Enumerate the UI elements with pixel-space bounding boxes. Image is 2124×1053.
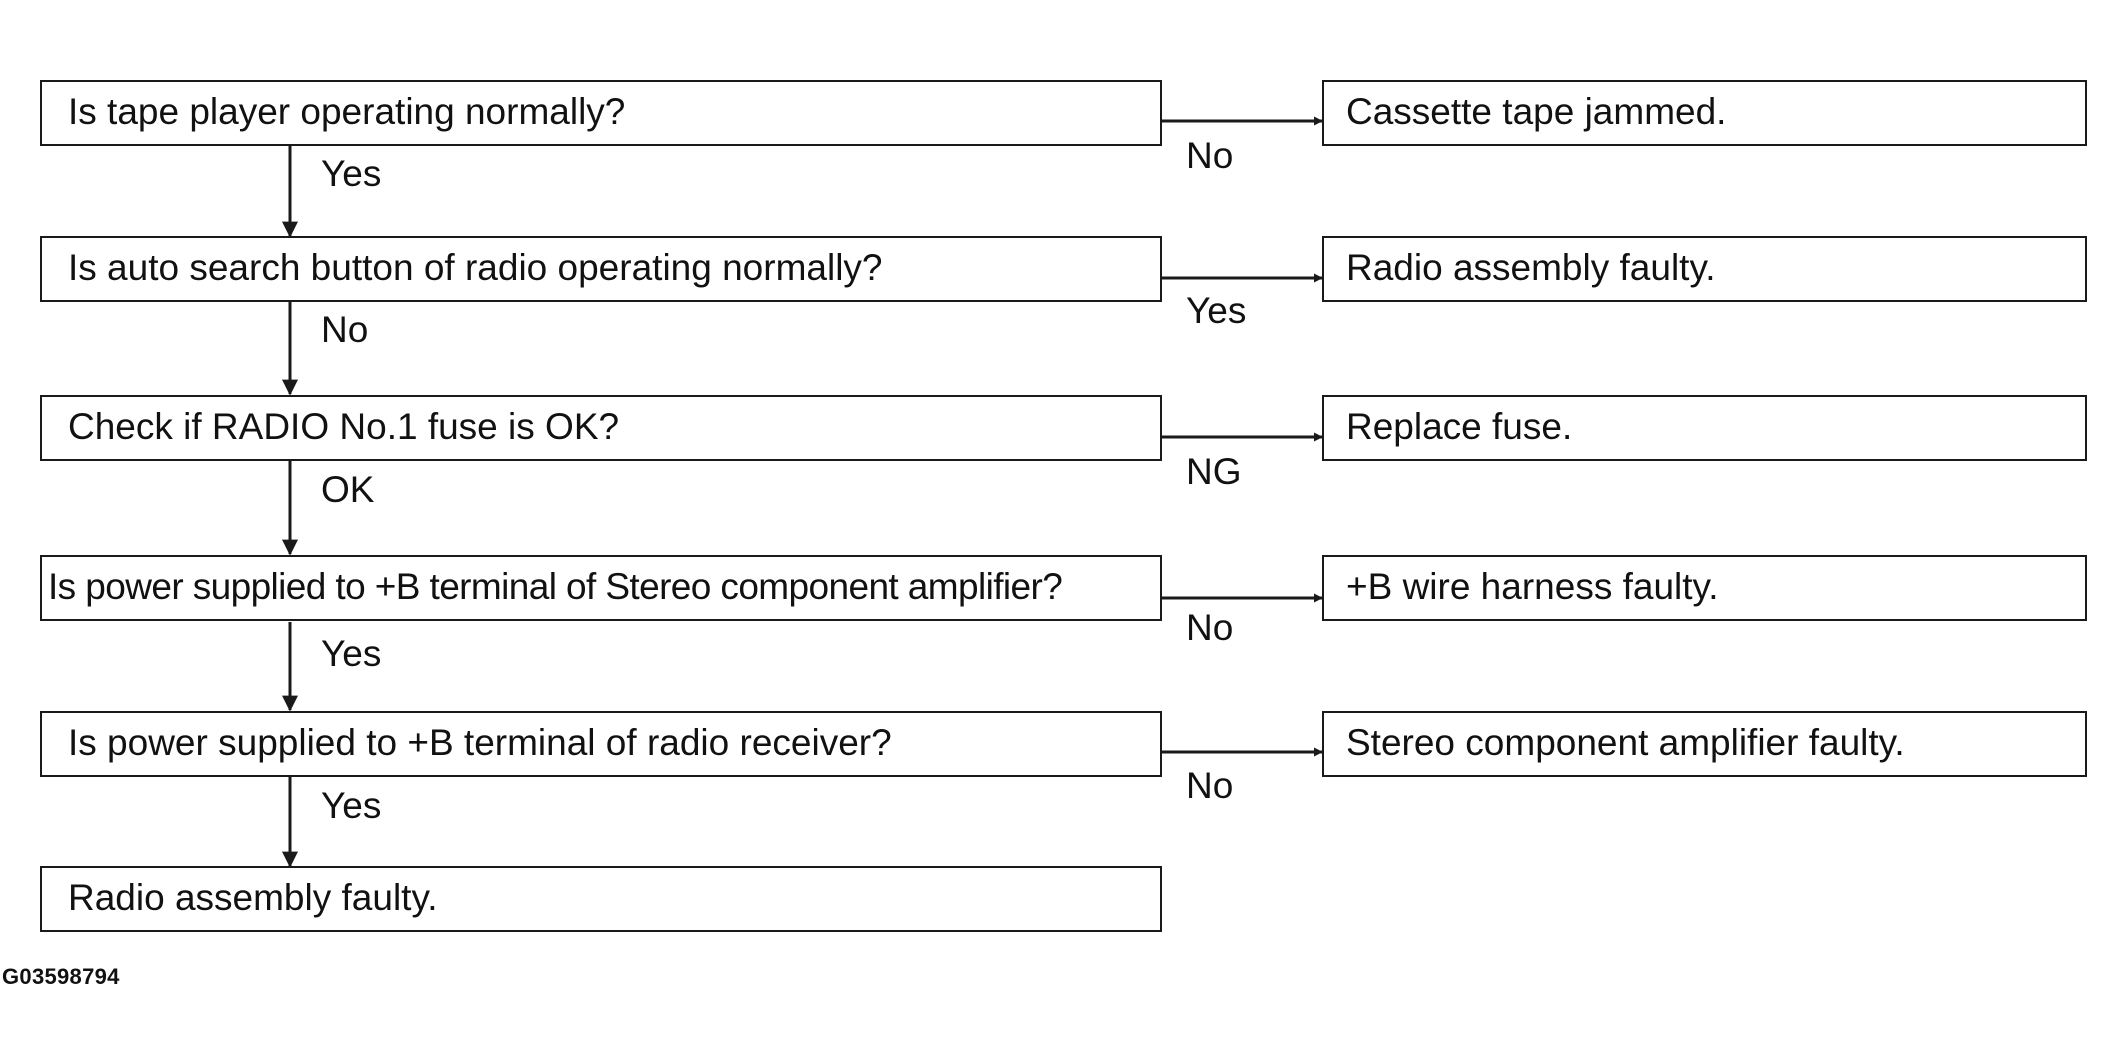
result-box-5: Stereo component amplifier faulty. — [1322, 711, 2087, 777]
side-label-5: No — [1186, 765, 1234, 806]
side-label-4: No — [1186, 607, 1234, 648]
side-label-3: NG — [1186, 451, 1242, 492]
question-box-1: Is tape player operating normally? — [40, 80, 1162, 146]
result-box-4: +B wire harness faulty. — [1322, 555, 2087, 621]
question-box-4: Is power supplied to +B terminal of Ster… — [40, 555, 1162, 621]
figure-id: G03598794 — [2, 964, 120, 989]
result-box-2: Radio assembly faulty. — [1322, 236, 2087, 302]
result-box-3: Replace fuse. — [1322, 395, 2087, 461]
final-result-box: Radio assembly faulty. — [40, 866, 1162, 932]
down-label-1: Yes — [321, 153, 382, 194]
down-label-3: OK — [321, 469, 375, 510]
down-label-4: Yes — [321, 633, 382, 674]
question-box-3: Check if RADIO No.1 fuse is OK? — [40, 395, 1162, 461]
side-label-1: No — [1186, 135, 1234, 176]
result-box-1: Cassette tape jammed. — [1322, 80, 2087, 146]
down-label-5: Yes — [321, 785, 382, 826]
question-box-5: Is power supplied to +B terminal of radi… — [40, 711, 1162, 777]
down-label-2: No — [321, 309, 369, 350]
question-box-2: Is auto search button of radio operating… — [40, 236, 1162, 302]
side-label-2: Yes — [1186, 290, 1247, 331]
